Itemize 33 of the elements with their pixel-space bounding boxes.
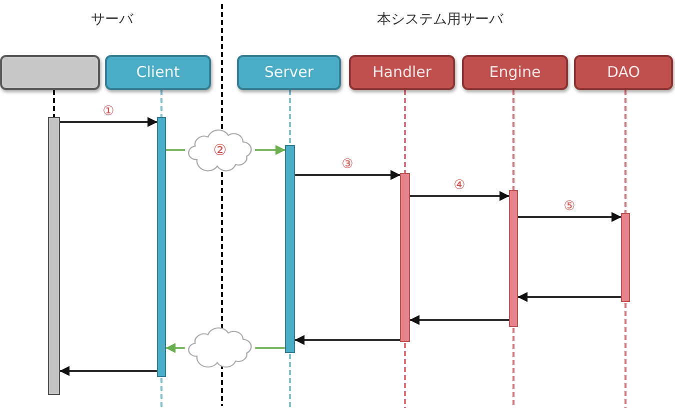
arrow: [60, 366, 157, 376]
participant-box: Engine: [462, 55, 568, 90]
arrow: [410, 315, 509, 325]
lifeline: [624, 90, 626, 213]
participant-box: Server: [237, 55, 341, 90]
arrow: [295, 170, 400, 180]
lifeline: [53, 90, 55, 117]
arrow: [255, 145, 286, 155]
connector-line: [166, 149, 185, 151]
participant-box: Client: [105, 55, 211, 90]
activation-bar: [48, 117, 60, 395]
lifeline: [404, 90, 406, 173]
connector-line: [255, 347, 285, 349]
arrow: [60, 117, 158, 127]
participant-box: DAO: [574, 55, 673, 90]
participant-box: [0, 55, 100, 90]
step-number: ②: [213, 142, 227, 159]
arrow: [294, 335, 400, 345]
activation-bar: [157, 117, 166, 377]
activation-bar: [509, 190, 518, 327]
arrow: [518, 292, 621, 302]
activation-bar: [621, 213, 630, 302]
arrow: [518, 212, 622, 222]
section-heading: サーバ: [91, 12, 133, 28]
activation-bar: [285, 145, 295, 353]
arrow: [410, 191, 510, 201]
lifeline: [289, 90, 291, 145]
activation-bar: [400, 173, 410, 342]
lifeline: [512, 90, 514, 190]
participant-box: Handler: [349, 55, 455, 90]
section-heading: 本システム用サーバ: [377, 12, 503, 28]
arrow: [166, 343, 185, 353]
lifeline: [160, 90, 162, 117]
